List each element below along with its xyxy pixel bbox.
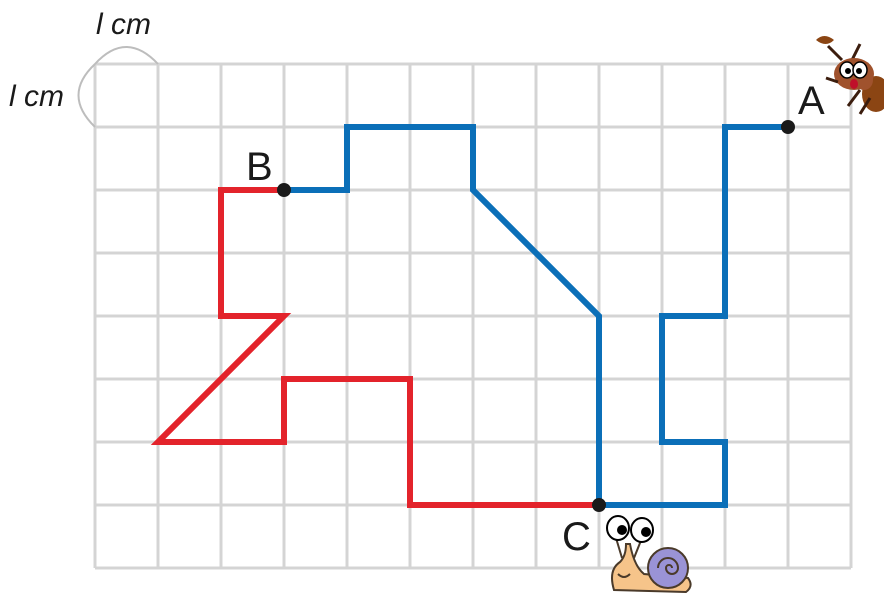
ant-icon <box>816 36 884 115</box>
unit-size-indicator: l cm l cm <box>9 8 159 128</box>
unit-label-top: l cm <box>96 8 151 41</box>
red-route <box>150 187 599 508</box>
point-a-dot <box>781 120 795 134</box>
point-a-label: A <box>798 79 825 123</box>
blue-route <box>284 124 788 508</box>
point-b-dot <box>277 183 291 197</box>
unit-arc-top <box>94 46 159 65</box>
point-b-label: B <box>246 145 273 189</box>
snail-icon <box>606 515 692 594</box>
point-c-dot <box>592 498 606 512</box>
unit-label-left: l cm <box>9 80 64 113</box>
point-c-label: C <box>562 515 591 559</box>
unit-arc-left <box>77 63 96 128</box>
